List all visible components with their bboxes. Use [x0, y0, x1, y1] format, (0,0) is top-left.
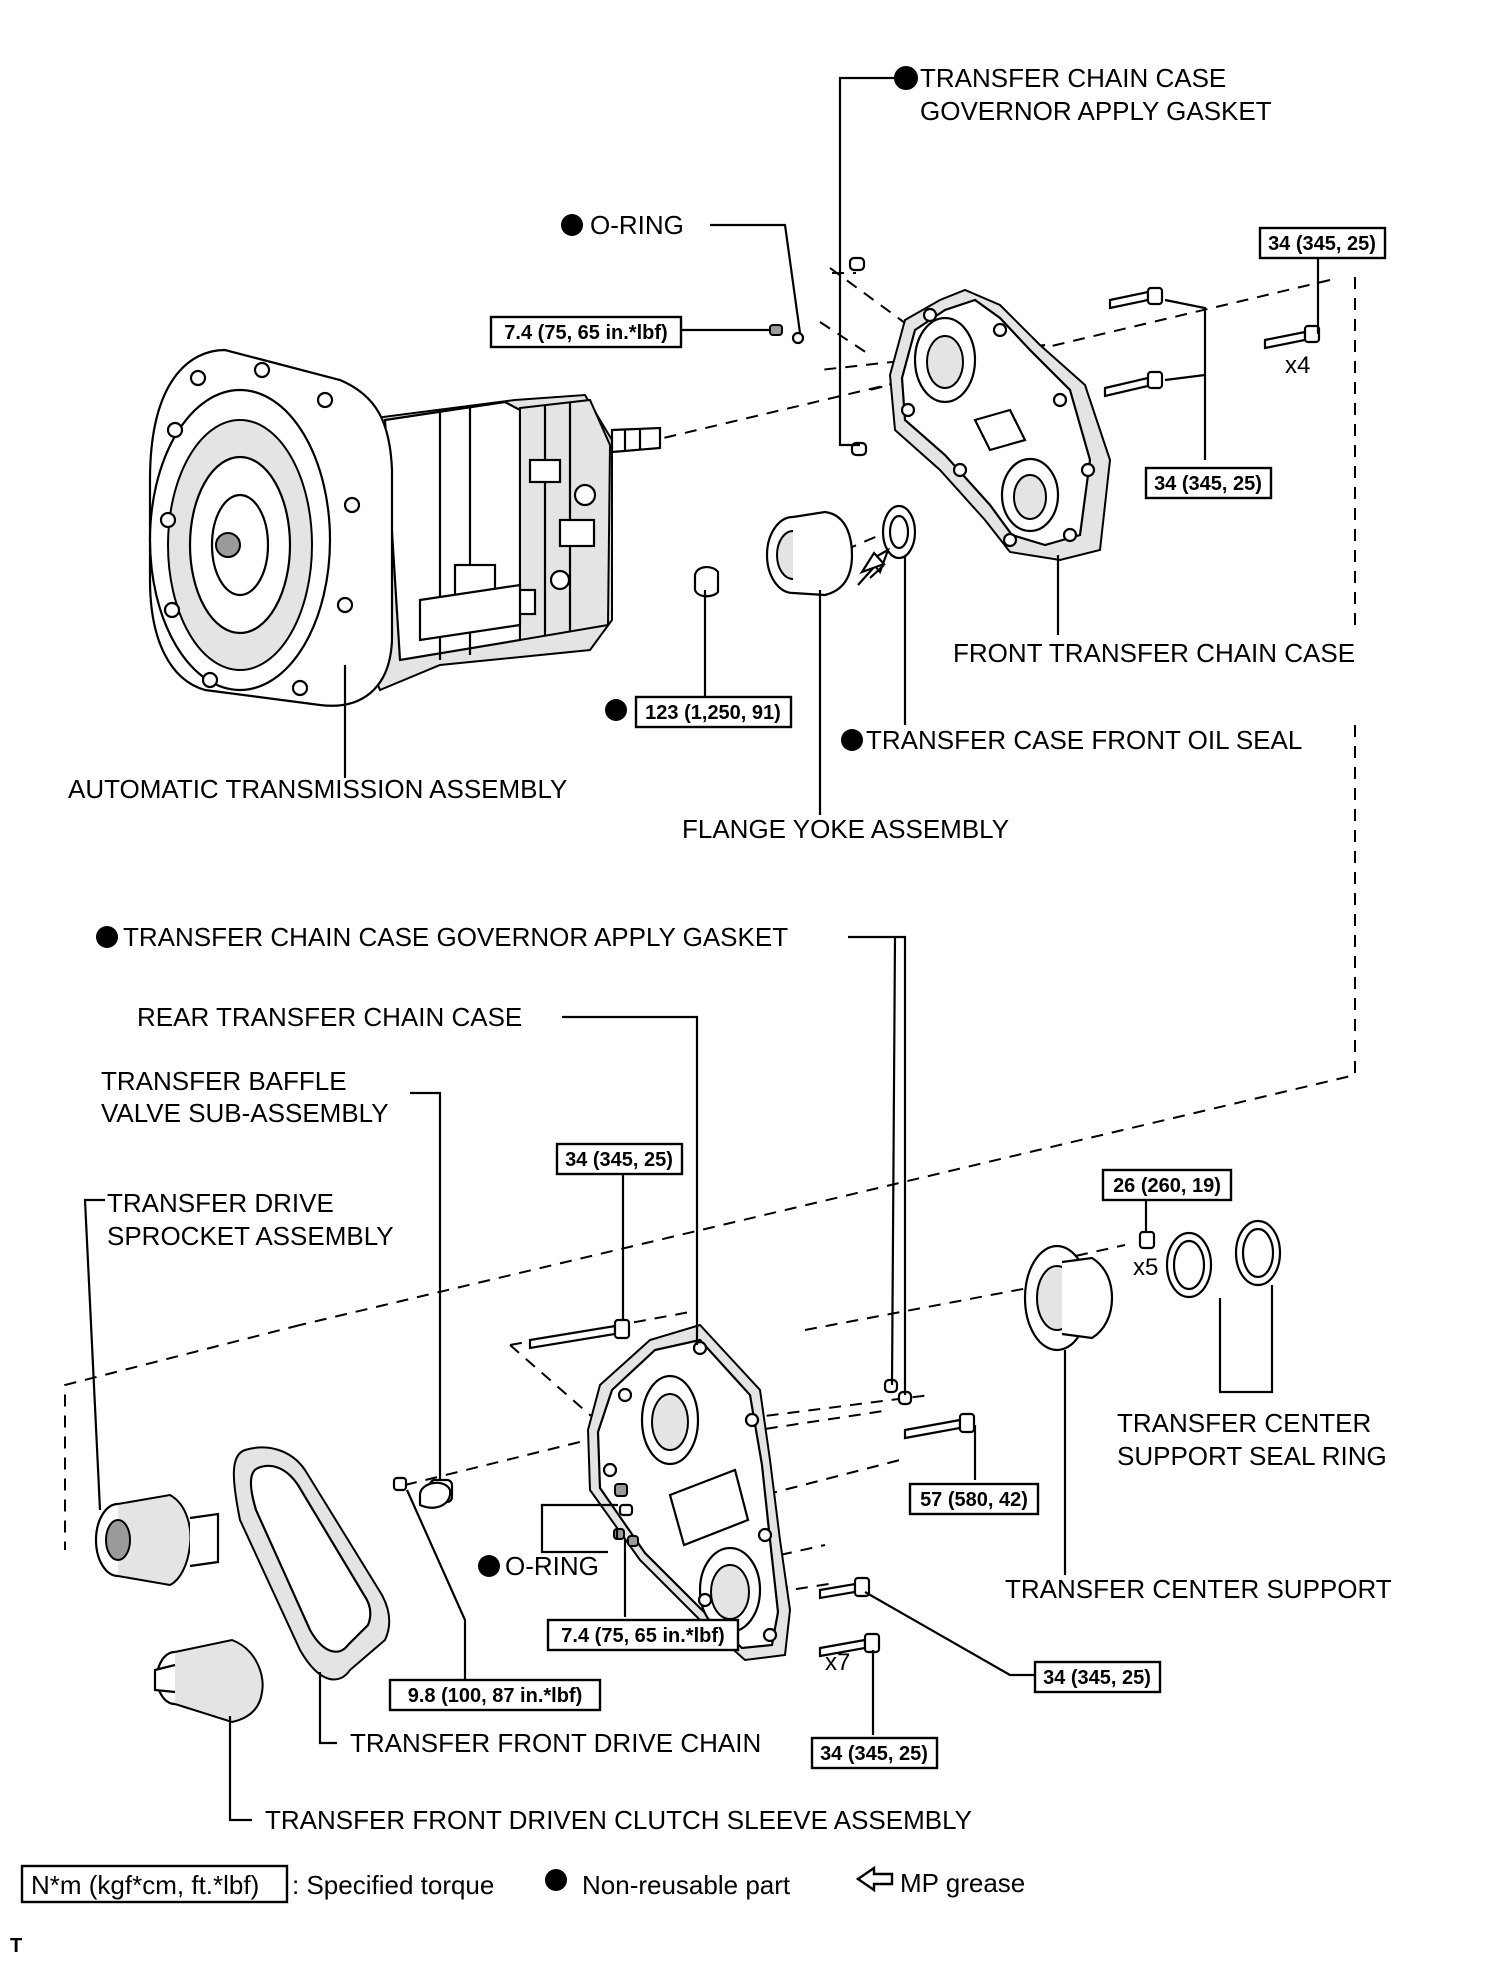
- label-baffle-line2: VALVE SUB-ASSEMBLY: [101, 1098, 389, 1128]
- non-reusable-bullet: [605, 699, 627, 721]
- legend-torque-text: : Specified torque: [292, 1870, 494, 1900]
- torque-57: 57 (580, 42): [920, 1489, 1028, 1511]
- non-reusable-markers: [96, 66, 918, 1891]
- torque-box-frame: [908, 1482, 1040, 1516]
- label-drive-sprocket-line2: SPROCKET ASSEMBLY: [107, 1221, 394, 1251]
- label-flange-yoke: FLANGE YOKE ASSEMBLY: [682, 814, 1009, 844]
- label-baffle-line1: TRANSFER BAFFLE: [101, 1066, 347, 1096]
- torque-box-frame: [810, 1736, 939, 1770]
- torque-box-frame: [555, 1142, 684, 1176]
- automatic-transmission-illustration: [148, 348, 662, 707]
- label-front-oil-seal: TRANSFER CASE FRONT OIL SEAL: [866, 725, 1302, 755]
- label-oring-bottom: O-RING: [505, 1551, 599, 1581]
- grease-arrow-icon: [859, 551, 886, 579]
- legend: N*m (kgf*cm, ft.*lbf) : Specified torque…: [10, 1864, 1025, 1957]
- legend-bullet: [545, 1869, 567, 1891]
- label-automatic-transmission: AUTOMATIC TRANSMISSION ASSEMBLY: [68, 774, 567, 804]
- torque-box-frame: [489, 315, 683, 349]
- non-reusable-bullet: [841, 729, 863, 751]
- torque-34-top-right: 34 (345, 25): [1268, 233, 1376, 255]
- torque-box-frame: [1258, 226, 1387, 260]
- label-gasket-mid: TRANSFER CHAIN CASE GOVERNOR APPLY GASKE…: [123, 922, 788, 952]
- torque-9-8: 9.8 (100, 87 in.*lbf): [408, 1685, 583, 1707]
- torque-box-frame: [546, 1618, 740, 1652]
- part-labels: TRANSFER CHAIN CASE GOVERNOR APPLY GASKE…: [68, 63, 1392, 1835]
- legend-nonreusable-text: Non-reusable part: [582, 1870, 791, 1900]
- sprocket-and-chain-illustration: [94, 1446, 391, 1724]
- quantity-x5: x5: [1133, 1254, 1158, 1281]
- leader-lines: [83, 76, 1320, 1822]
- torque-34-mid-right: 34 (345, 25): [1154, 473, 1262, 495]
- label-gasket-top-line1: TRANSFER CHAIN CASE: [920, 63, 1226, 93]
- non-reusable-bullet: [561, 214, 583, 236]
- torque-26: 26 (260, 19): [1113, 1175, 1221, 1197]
- label-front-transfer-chain-case: FRONT TRANSFER CHAIN CASE: [953, 638, 1355, 668]
- torque-123: 123 (1,250, 91): [645, 702, 781, 724]
- flange-yoke-and-seal-illustration: [693, 504, 917, 598]
- transfer-center-support-illustration: [1023, 1219, 1282, 1352]
- torque-box-frame: [1033, 1660, 1162, 1694]
- label-gasket-top-line2: GOVERNOR APPLY GASKET: [920, 96, 1272, 126]
- torque-box-frame: [388, 1678, 602, 1712]
- corner-mark: T: [10, 1935, 22, 1957]
- torque-box-frame: [1144, 466, 1273, 500]
- torque-7-4-top: 7.4 (75, 65 in.*lbf): [504, 322, 667, 344]
- torque-box-frame: [634, 695, 793, 729]
- label-rear-transfer-chain-case: REAR TRANSFER CHAIN CASE: [137, 1002, 522, 1032]
- label-oring-top: O-RING: [590, 210, 684, 240]
- front-transfer-chain-case-illustration: [888, 288, 1112, 562]
- label-center-support: TRANSFER CENTER SUPPORT: [1005, 1574, 1392, 1604]
- torque-7-4-bottom: 7.4 (75, 65 in.*lbf): [561, 1625, 724, 1647]
- label-seal-ring-line2: SUPPORT SEAL RING: [1117, 1441, 1387, 1471]
- torque-34-bottom: 34 (345, 25): [820, 1743, 928, 1765]
- torque-34-bottom-right: 34 (345, 25): [1043, 1667, 1151, 1689]
- torque-boxes: 34 (345, 25) 7.4 (75, 65 in.*lbf) 34 (34…: [388, 226, 1387, 1770]
- rear-transfer-chain-case-illustration: [586, 1323, 792, 1662]
- label-front-drive-chain: TRANSFER FRONT DRIVE CHAIN: [350, 1728, 761, 1758]
- label-driven-clutch-sleeve: TRANSFER FRONT DRIVEN CLUTCH SLEEVE ASSE…: [265, 1805, 972, 1835]
- label-drive-sprocket-line1: TRANSFER DRIVE: [107, 1188, 334, 1218]
- label-seal-ring-line1: TRANSFER CENTER: [1117, 1408, 1371, 1438]
- legend-grease-text: MP grease: [900, 1868, 1025, 1898]
- legend-torque-box: [20, 1864, 289, 1904]
- torque-box-frame: [1101, 1168, 1233, 1202]
- legend-grease-arrow-icon: [855, 1865, 894, 1893]
- legend-torque-units: N*m (kgf*cm, ft.*lbf): [31, 1870, 259, 1900]
- torque-34-rear-top: 34 (345, 25): [565, 1149, 673, 1171]
- non-reusable-bullet: [96, 926, 118, 948]
- quantity-x7: x7: [825, 1649, 850, 1676]
- non-reusable-bullet: [478, 1555, 500, 1577]
- non-reusable-bullet: [894, 66, 918, 90]
- front-case-bolts: [769, 256, 1321, 457]
- quantity-x4: x4: [1285, 352, 1310, 379]
